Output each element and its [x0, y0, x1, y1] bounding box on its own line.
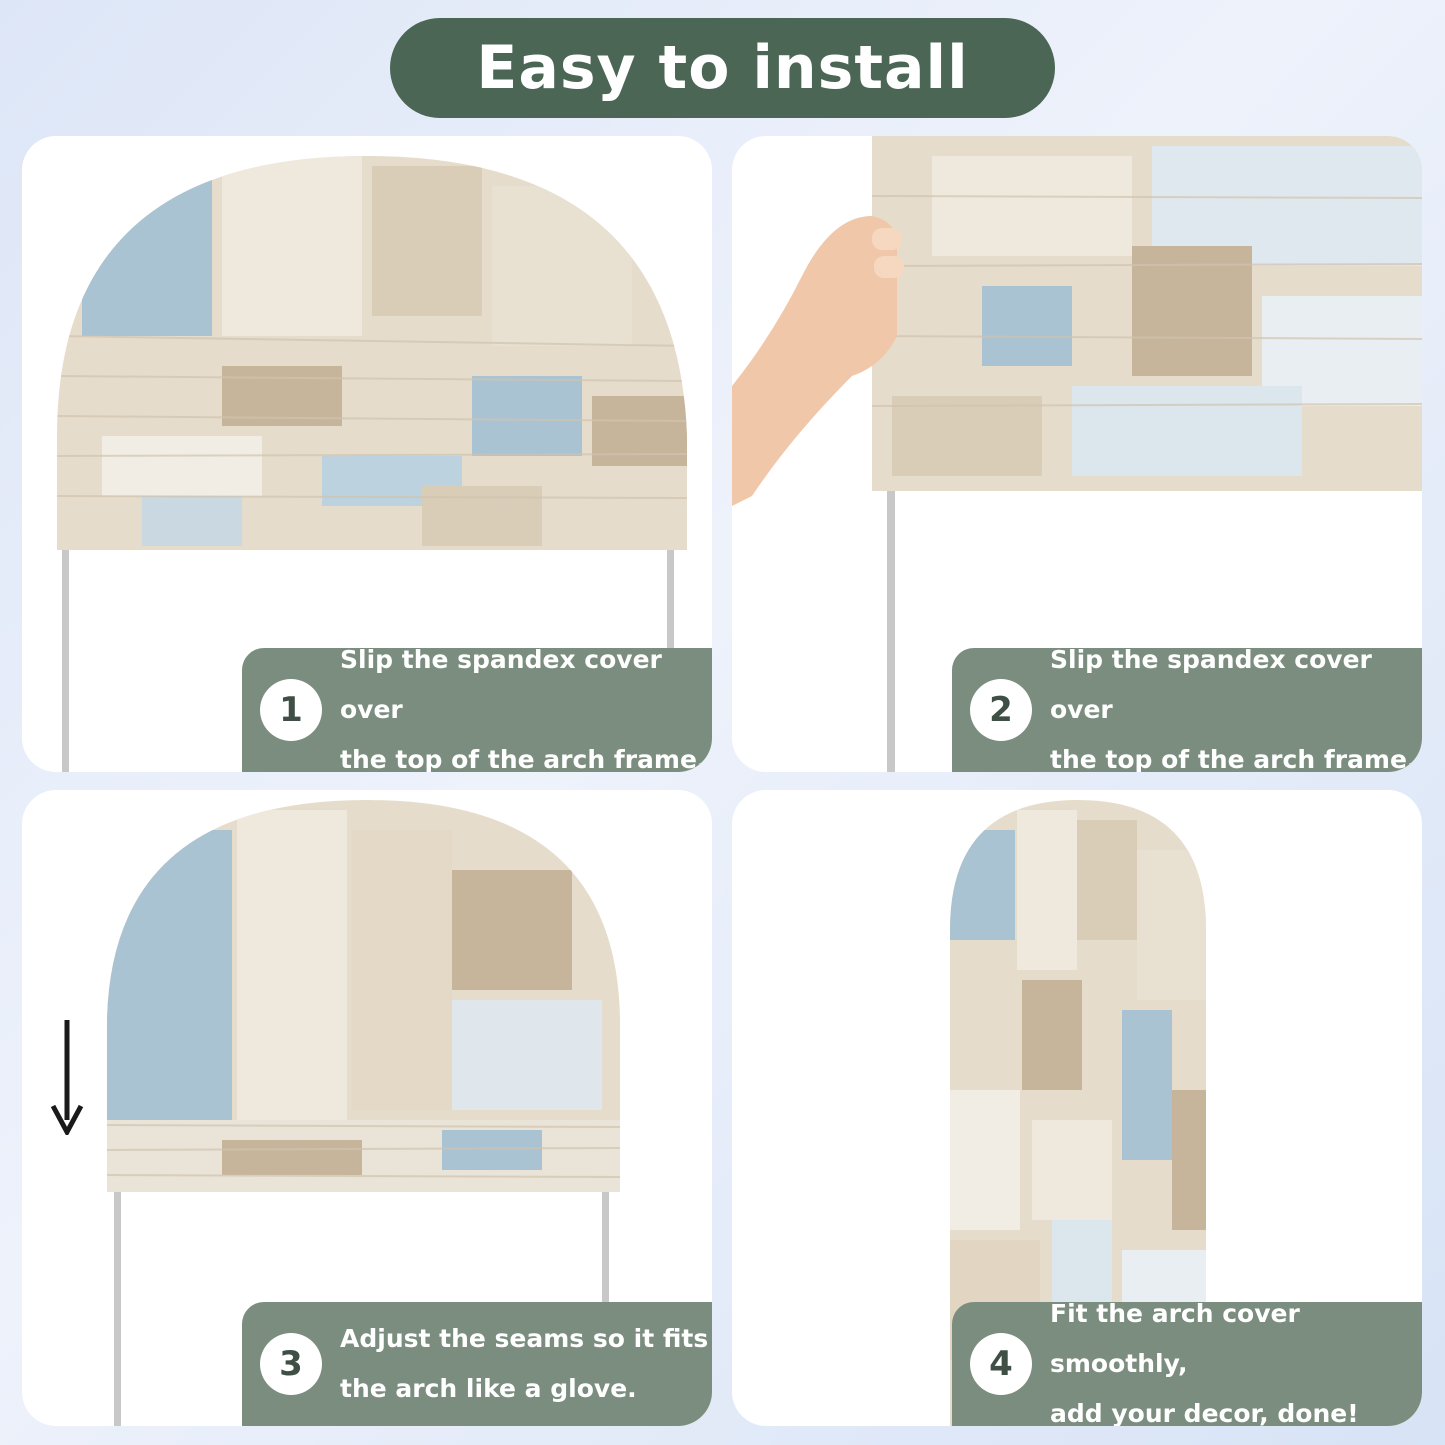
step-panel-4: 4 Fit the arch cover smoothly, add your … — [732, 790, 1422, 1426]
arch-adjust-illustration — [107, 800, 620, 1426]
step-number-badge: 2 — [970, 679, 1032, 741]
step-number-badge: 4 — [970, 1333, 1032, 1395]
step-number-badge: 3 — [260, 1333, 322, 1395]
step-caption-1: 1 Slip the spandex cover over the top of… — [242, 645, 712, 772]
step-caption-3: 3 Adjust the seams so it fits the arch l… — [242, 1302, 712, 1426]
page-title: Easy to install — [390, 18, 1055, 118]
step-panel-1: 1 Slip the spandex cover over the top of… — [22, 136, 712, 772]
arch-top-partial-illustration — [57, 156, 687, 772]
step-panel-2: 2 Slip the spandex cover over the top of… — [732, 136, 1422, 772]
step-instruction: Adjust the seams so it fits the arch lik… — [340, 1324, 709, 1403]
step-caption-2: 2 Slip the spandex cover over the top of… — [952, 645, 1422, 772]
step-caption-4: 4 Fit the arch cover smoothly, add your … — [952, 1299, 1422, 1426]
step-instruction: Fit the arch cover smoothly, add your de… — [1050, 1299, 1359, 1426]
step-panel-3: 3 Adjust the seams so it fits the arch l… — [22, 790, 712, 1426]
arrow-down-icon — [50, 1020, 84, 1135]
hand-icon — [732, 216, 904, 506]
step-instruction: Slip the spandex cover over the top of t… — [340, 645, 707, 772]
step-instruction: Slip the spandex cover over the top of t… — [1050, 645, 1417, 772]
step-number-badge: 1 — [260, 679, 322, 741]
page-title-text: Easy to install — [476, 33, 969, 103]
cover-pull-illustration — [732, 136, 1422, 772]
